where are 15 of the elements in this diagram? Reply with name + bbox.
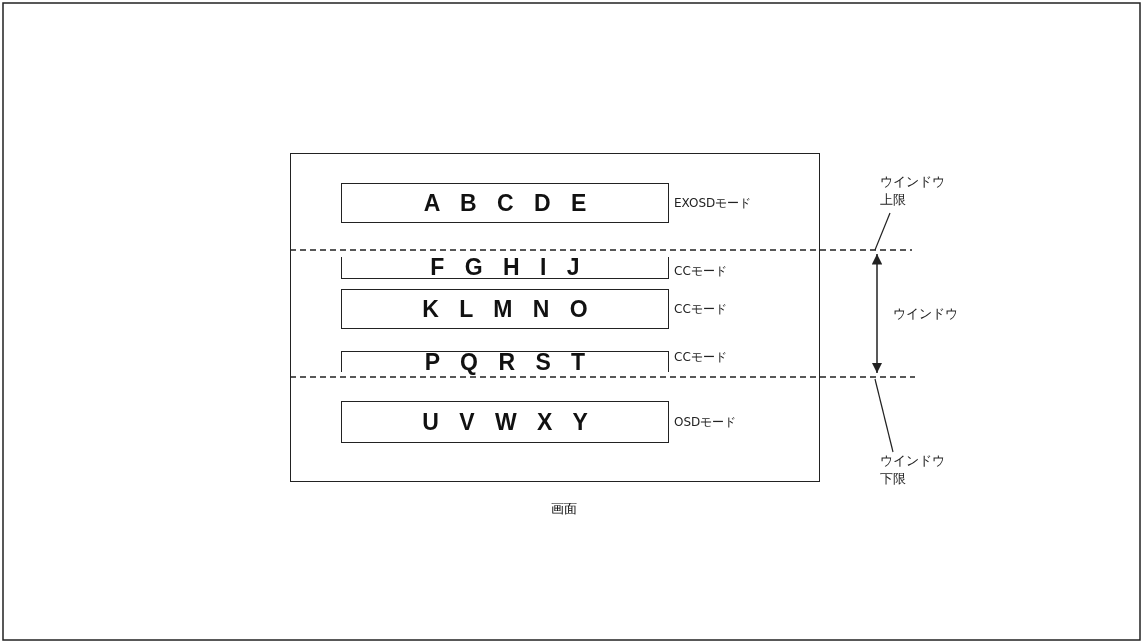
window-limit-label: ウインドウ下限 bbox=[880, 452, 950, 492]
leader-line bbox=[874, 212, 891, 251]
character-row: A B C D E bbox=[341, 183, 669, 223]
window-limit-label: ウインドウ上限 bbox=[880, 173, 950, 213]
leader-line bbox=[874, 378, 894, 453]
mode-label: CCモード bbox=[674, 349, 727, 366]
mode-label: OSDモード bbox=[674, 414, 737, 431]
mode-label: CCモード bbox=[674, 301, 727, 318]
character-row: K L M N O bbox=[341, 289, 669, 329]
mode-label: CCモード bbox=[674, 263, 727, 280]
window-label: ウインドウ bbox=[893, 305, 958, 323]
character-row: F G H I J bbox=[341, 257, 669, 279]
mode-label: EXOSDモード bbox=[674, 195, 752, 212]
screen-caption: 画面 bbox=[551, 500, 577, 518]
character-row: U V W X Y bbox=[341, 401, 669, 443]
